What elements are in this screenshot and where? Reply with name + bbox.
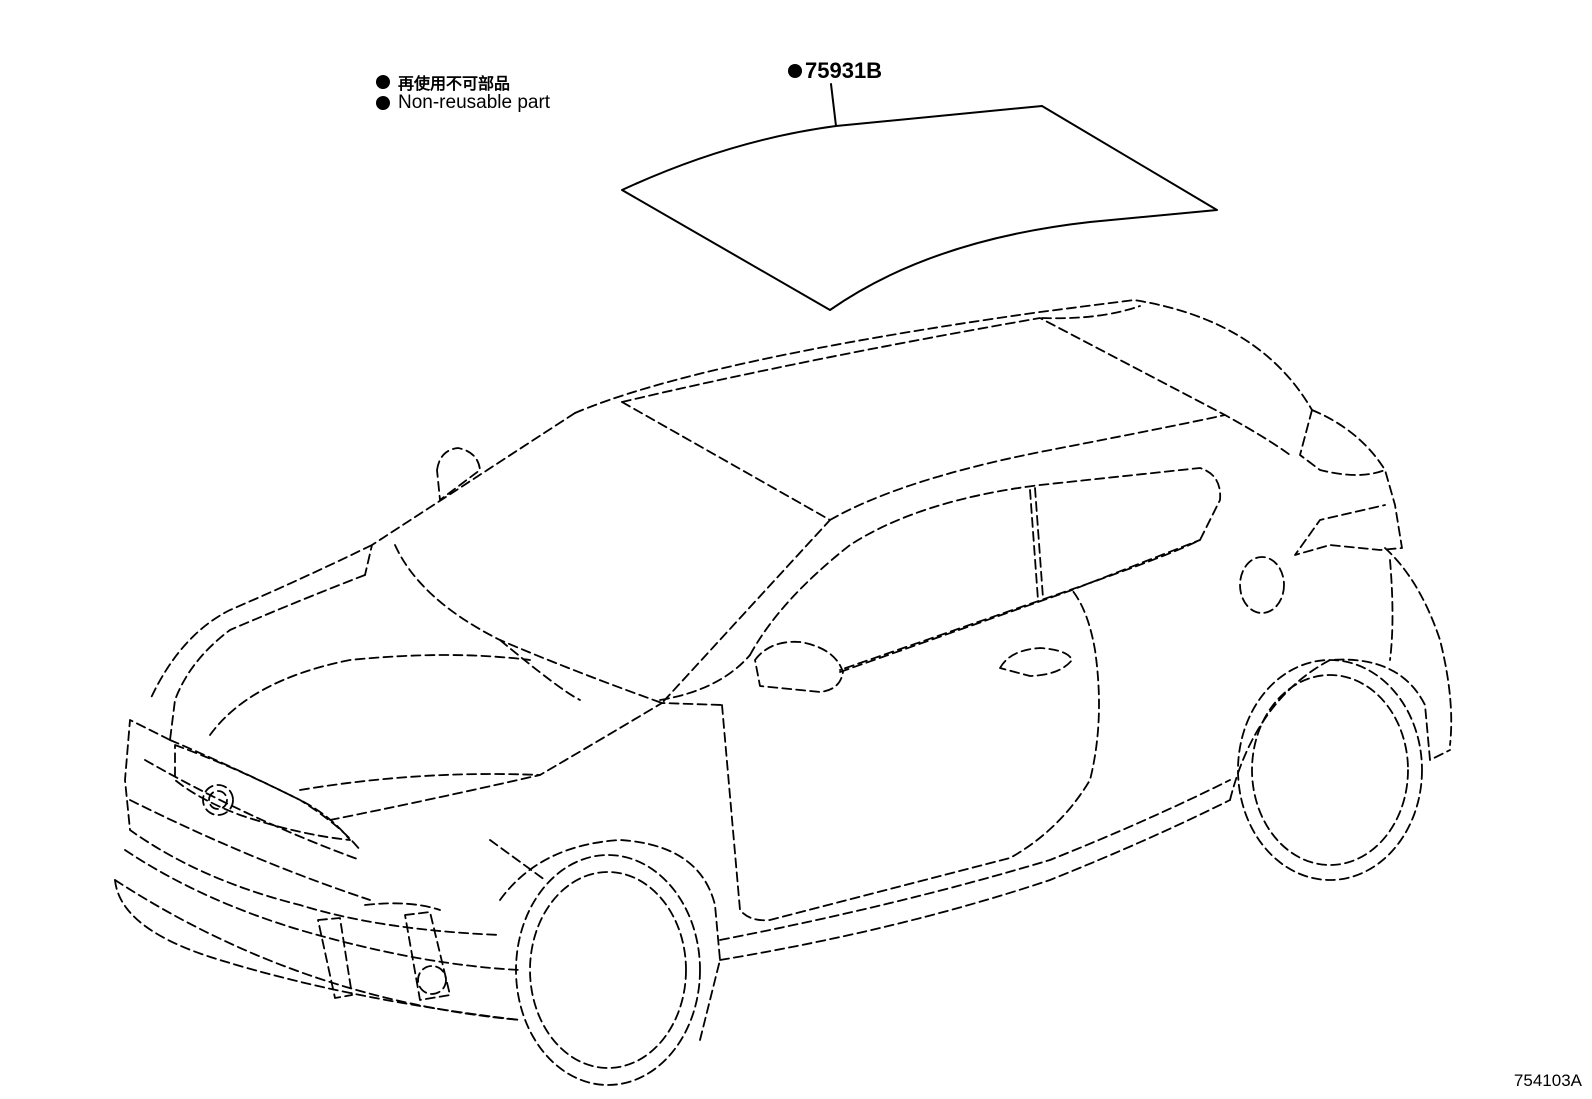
part-number[interactable]: 75931B (805, 58, 883, 83)
legend-english-text: Non-reusable part (398, 92, 551, 113)
legend-japanese-text: 再使用不可部品 (398, 74, 511, 93)
legend-english: Non-reusable part (376, 92, 550, 114)
bullet-icon (376, 75, 390, 89)
non-reusable-bullet-icon (788, 64, 802, 78)
legend-japanese: 再使用不可部品 (376, 70, 510, 94)
leader-line (830, 83, 837, 127)
part-callout[interactable]: 75931B (788, 58, 882, 84)
roof-glass-panel[interactable] (621, 105, 1218, 311)
illustration-code: 754103A (1513, 1071, 1582, 1090)
bullet-icon (376, 96, 390, 110)
vehicle-outline (114, 299, 1453, 1086)
